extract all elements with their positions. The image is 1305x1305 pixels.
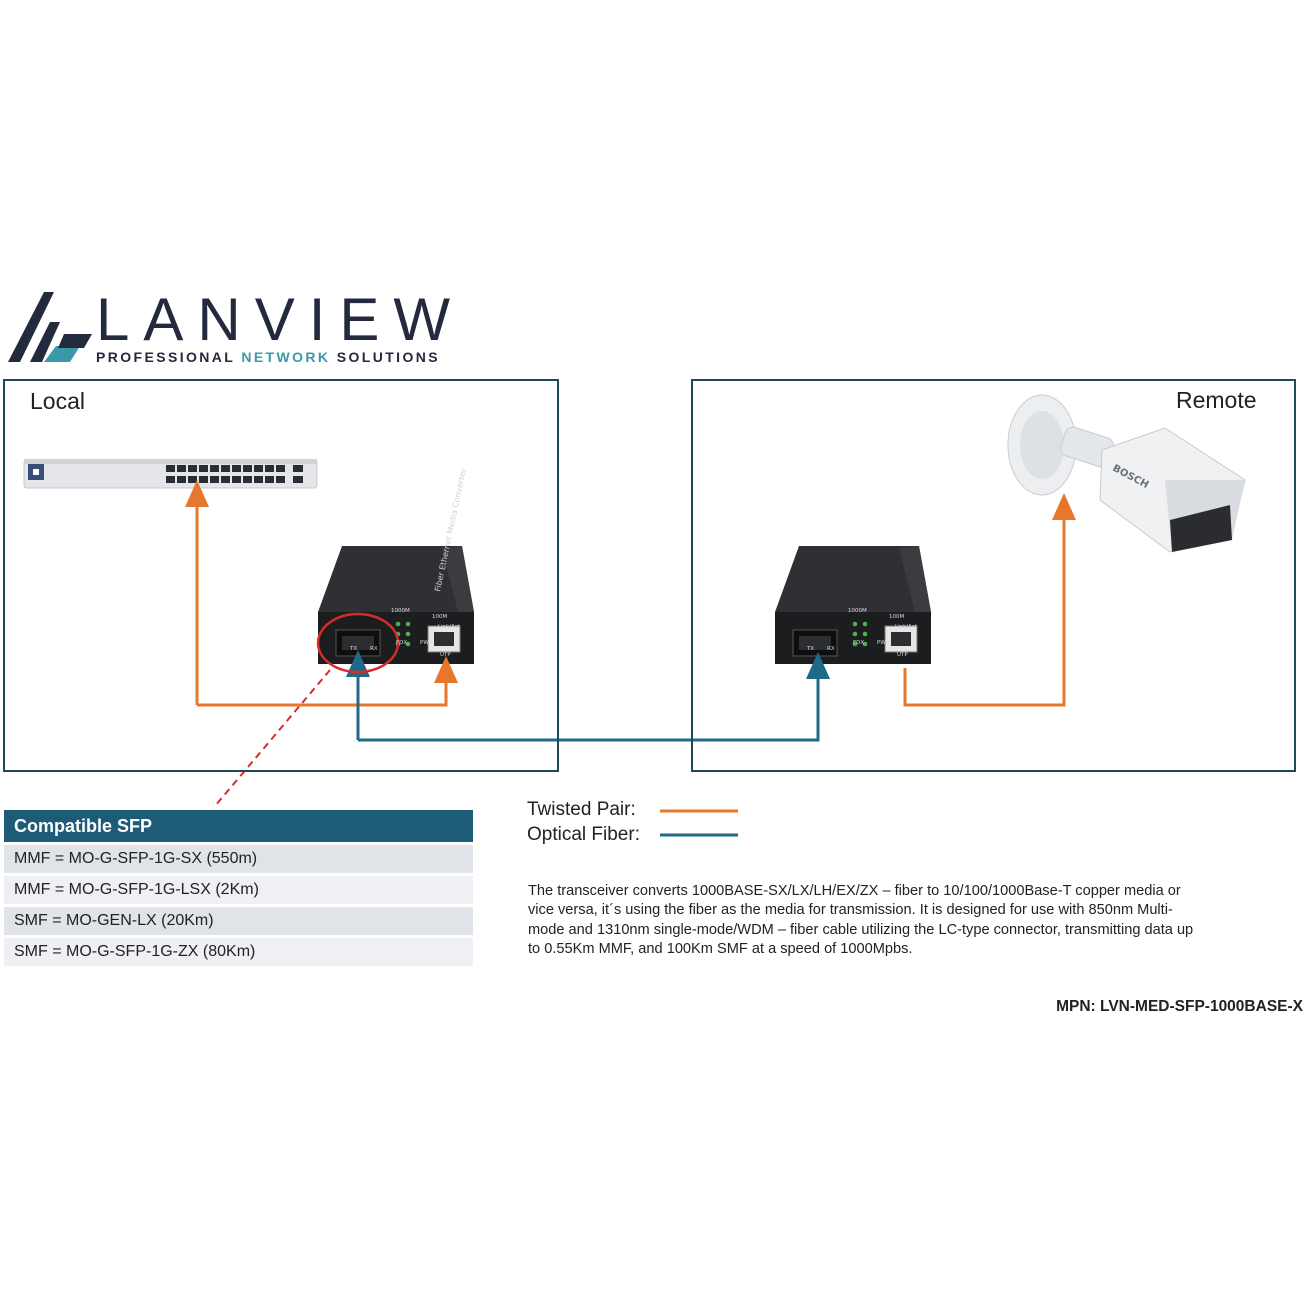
converter-port-label: 1000M bbox=[391, 608, 410, 614]
remote-media-converter-image bbox=[775, 546, 931, 664]
local-site-label: Local bbox=[30, 388, 85, 414]
converter-port-label: FDX bbox=[853, 640, 864, 646]
compatible-sfp-table: Compatible SFP MMF = MO-G-SFP-1G-SX (550… bbox=[4, 810, 473, 966]
tagline-solutions: SOLUTIONS bbox=[336, 349, 441, 365]
converter-port-label: UTP bbox=[897, 652, 908, 658]
remote-site-label: Remote bbox=[1176, 387, 1257, 413]
converter-port-label: Link/Act bbox=[895, 624, 918, 630]
converter-port-label: 1000M bbox=[848, 608, 867, 614]
converter-port-label: TX bbox=[806, 646, 814, 652]
converter-port-label: PWR bbox=[877, 640, 890, 646]
sfp-table-row: SMF = MO-G-SFP-1G-ZX (80Km) bbox=[4, 938, 473, 966]
legend-optical-fiber-label: Optical Fiber: bbox=[527, 824, 640, 845]
logo-tagline: PROFESSIONAL NETWORK SOLUTIONS bbox=[96, 349, 440, 365]
sfp-table-row: SMF = MO-GEN-LX (20Km) bbox=[4, 907, 473, 935]
converter-port-label: UTP bbox=[440, 652, 451, 658]
sfp-table-header: Compatible SFP bbox=[4, 810, 473, 842]
legend-twisted-pair-label: Twisted Pair: bbox=[527, 799, 636, 820]
sfp-table-row: MMF = MO-G-SFP-1G-LSX (2Km) bbox=[4, 876, 473, 904]
converter-port-label: TX bbox=[349, 646, 357, 652]
converter-port-label: 100M bbox=[889, 614, 904, 620]
optical-fiber-cable bbox=[346, 650, 830, 742]
twisted-pair-cables bbox=[185, 480, 1076, 707]
product-description: The transceiver converts 1000BASE-SX/LX/… bbox=[528, 883, 1194, 957]
converter-port-label: PWR bbox=[420, 640, 433, 646]
mpn-label: MPN: LVN-MED-SFP-1000BASE-X bbox=[1056, 998, 1303, 1015]
lanview-logo-icon bbox=[8, 292, 92, 362]
sfp-callout-line bbox=[214, 669, 331, 807]
local-site-frame bbox=[3, 379, 559, 772]
converter-port-label: RX bbox=[827, 646, 835, 652]
sfp-port-highlight bbox=[316, 612, 400, 674]
remote-site-frame bbox=[691, 379, 1296, 772]
tagline-network: NETWORK bbox=[241, 349, 331, 365]
logo-wordmark: LANVIEW bbox=[96, 286, 465, 353]
network-switch-image bbox=[23, 459, 318, 489]
sfp-table-row: MMF = MO-G-SFP-1G-SX (550m) bbox=[4, 845, 473, 873]
tagline-professional: PROFESSIONAL bbox=[96, 349, 236, 365]
security-camera-image: BOSCH bbox=[1007, 394, 1246, 553]
converter-port-label: 100M bbox=[432, 614, 447, 620]
converter-port-label: Link/Act bbox=[438, 624, 461, 630]
converter-port-label: FDX bbox=[396, 640, 407, 646]
converter-port-label: RX bbox=[370, 646, 378, 652]
